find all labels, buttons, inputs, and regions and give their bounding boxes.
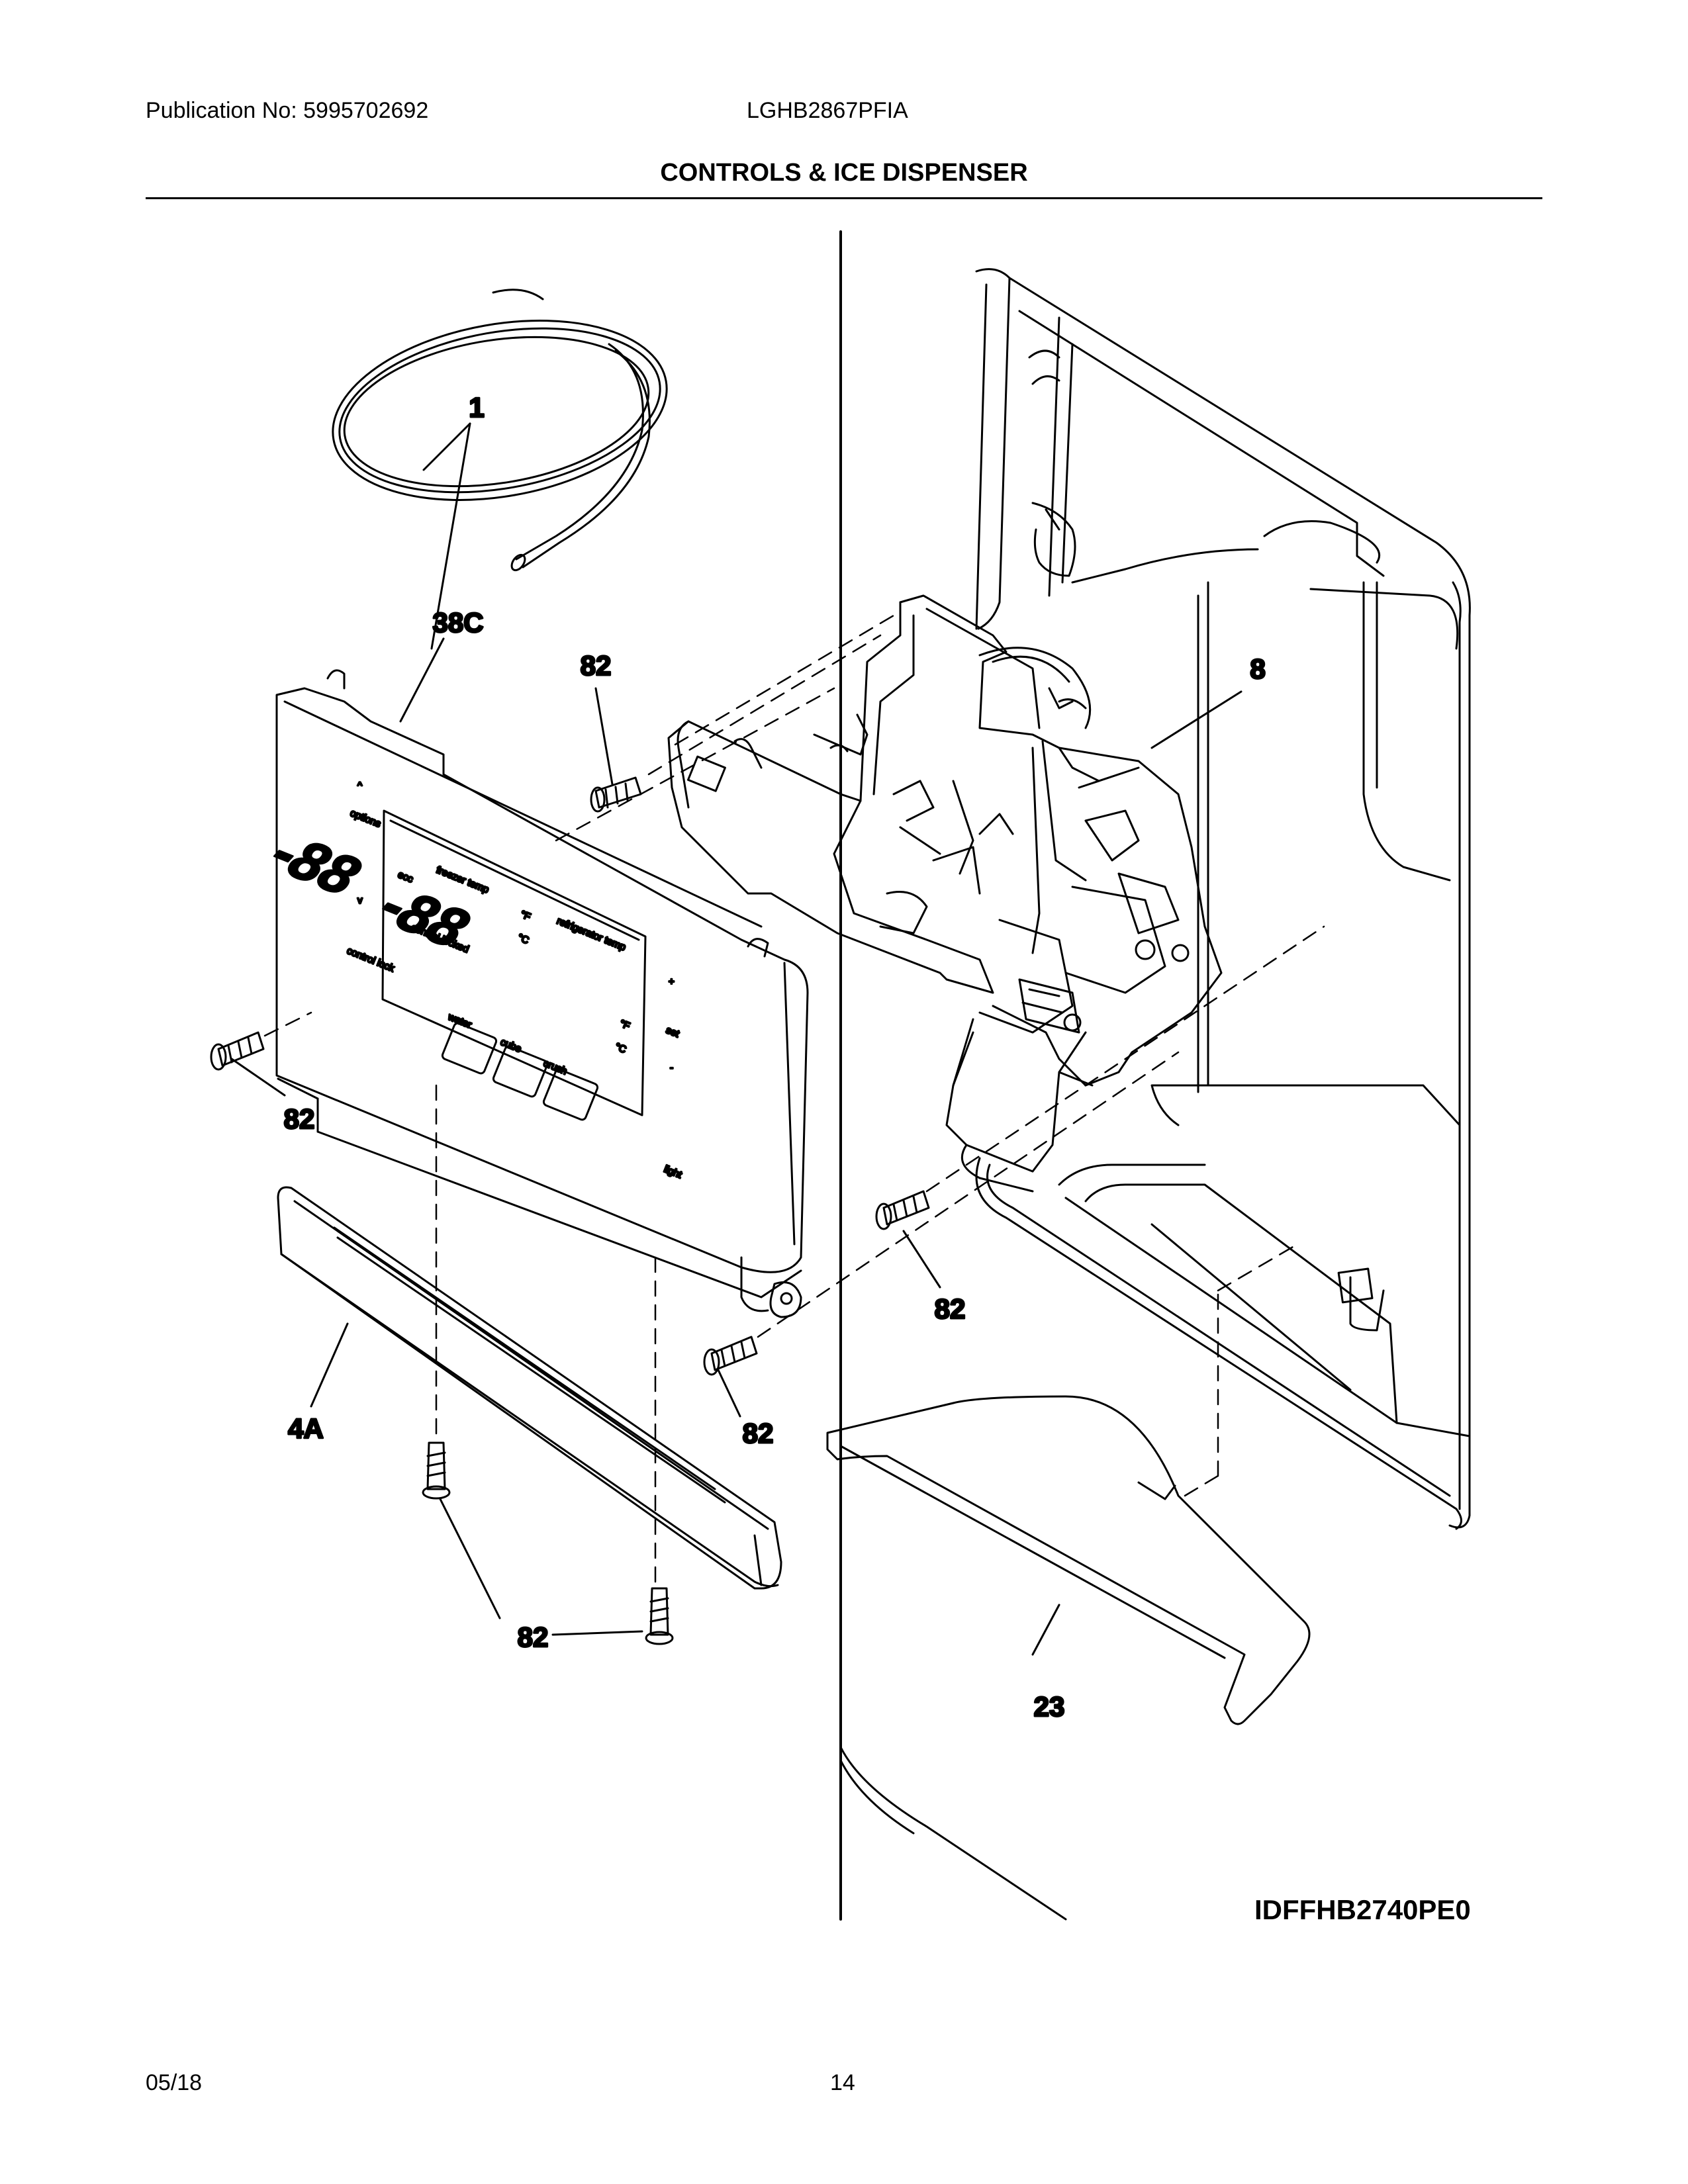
screw-right-mid (875, 1190, 930, 1230)
callout-screw-right-mid: 82 (935, 1293, 966, 1324)
minus-label: - (670, 1062, 673, 1073)
set-label: set (665, 1024, 682, 1040)
freezer-deg-f: °F (519, 909, 532, 923)
page-title: CONTROLS & ICE DISPENSER (660, 159, 1028, 187)
screw-top (590, 776, 642, 813)
callout-screw-top: 82 (581, 650, 612, 681)
drip-tray (826, 1395, 1311, 1725)
callout-trim: 4A (288, 1413, 324, 1444)
trim-bezel (277, 1186, 782, 1590)
assembly-dashes (263, 614, 1325, 1586)
options-up-caret: ^ (357, 780, 362, 792)
plus-label: + (669, 976, 675, 987)
callout-control-panel: 38C (432, 607, 483, 638)
options-down-caret: v (357, 895, 363, 906)
screw-bottom-left (422, 1441, 451, 1500)
callout-actuator: 8 (1250, 653, 1265, 684)
water-label: water (446, 1011, 473, 1031)
dispenser-actuator (667, 594, 1223, 1193)
model-number: LGHB2867PFIA (747, 98, 908, 123)
options-label: options (349, 807, 383, 830)
footer-date: 05/18 (146, 2070, 203, 2095)
leader-lines (230, 422, 1243, 1656)
refrigerator-deg-c: °C (614, 1041, 628, 1056)
callout-screw-left: 82 (284, 1103, 315, 1134)
control-lock-label: control lock (346, 945, 397, 974)
diagram-code: IDFFHB2740PE0 (1254, 1894, 1471, 1925)
screw-center (703, 1336, 758, 1376)
callout-screw-center: 82 (743, 1418, 774, 1449)
callout-tubing: 1 (469, 392, 484, 423)
page-number: 14 (830, 2070, 855, 2095)
tubing-coil (332, 289, 668, 572)
refrigerator-deg-f: °F (618, 1018, 632, 1032)
door-frame (839, 230, 1471, 1921)
header-rule (146, 197, 1542, 199)
freezer-deg-c: °C (516, 932, 531, 946)
screw-left (210, 1031, 265, 1071)
light-label: light (663, 1163, 684, 1181)
callout-drip-tray: 23 (1034, 1691, 1065, 1722)
publication-number: Publication No: 5995702692 (146, 98, 429, 123)
callout-screw-bottom: 82 (518, 1621, 549, 1653)
refrigerator-temp-label: refrigerator temp (555, 915, 628, 953)
screw-bottom-right (645, 1587, 674, 1645)
